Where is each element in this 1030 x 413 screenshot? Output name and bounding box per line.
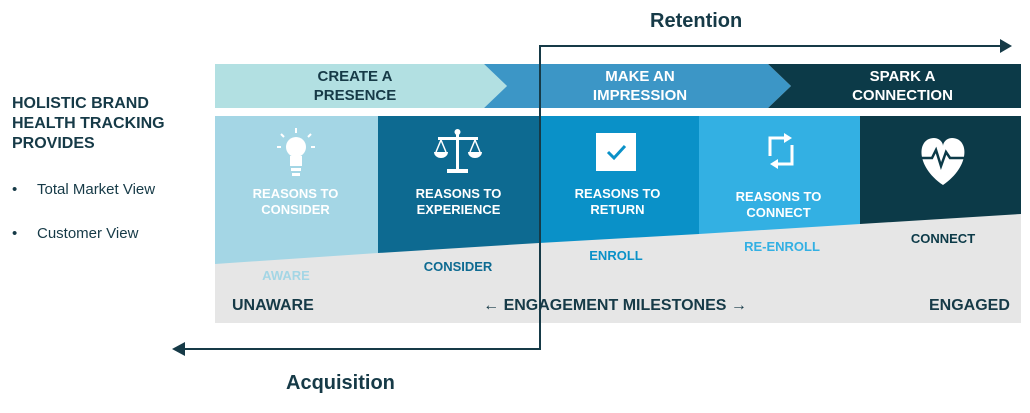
bullet-dot: • [12, 225, 18, 242]
phase-label-create-a-presence: CREATE A PRESENCE [313, 68, 397, 104]
tile-label-reasons-to-connect: REASONS TO CONNECT [735, 189, 822, 220]
tile-reasons-to-return [539, 116, 699, 243]
tile-reasons-to-consider [215, 116, 378, 264]
acquisition-label: Acquisition [286, 372, 395, 394]
milestone-aware: AWARE [262, 268, 310, 283]
bullet-customer-view: • Customer View [12, 225, 138, 242]
tile-reasons-to-experience [378, 116, 539, 253]
tile-label-reasons-to-consider: REASONS TO CONSIDER [252, 186, 339, 217]
milestone-re-enroll: RE-ENROLL [744, 239, 820, 254]
bullet-label: Total Market View [37, 181, 156, 198]
tile-label-reasons-to-return: REASONS TO RETURN [574, 186, 661, 217]
checkbox-icon [596, 133, 636, 171]
bullet-label: Customer View [37, 225, 139, 242]
engagement-milestones-label: ← ENGAGEMENT MILESTONES → [483, 297, 747, 314]
phase-arrow-create-a-presence [215, 64, 507, 108]
side-title: HOLISTIC BRAND HEALTH TRACKING PROVIDES [12, 95, 165, 152]
milestone-enroll: ENROLL [589, 248, 643, 263]
phase-arrow-make-an-impression [484, 64, 791, 108]
lightbulb-icon [277, 128, 315, 176]
refresh-icon [768, 133, 794, 169]
heartbeat-icon [920, 138, 966, 185]
scales-icon [434, 129, 482, 173]
milestone-consider: CONSIDER [423, 259, 493, 274]
bullet-total-market-view: • Total Market View [12, 181, 155, 198]
phase-label-spark-a-connection: SPARK A CONNECTION [852, 68, 953, 104]
phase-label-make-an-impression: MAKE AN IMPRESSION [592, 68, 688, 104]
phase-arrow-spark-a-connection [768, 64, 1021, 108]
bullet-dot: • [12, 181, 18, 198]
retention-label: Retention [650, 10, 743, 32]
tile-label-reasons-to-experience: REASONS TO EXPERIENCE [415, 186, 502, 217]
retention-acquisition-arrow [172, 39, 1012, 356]
engaged-label: ENGAGED [929, 297, 1010, 314]
unaware-label: UNAWARE [232, 297, 314, 314]
milestone-connect: CONNECT [910, 231, 976, 246]
tile-reasons-to-connect [699, 116, 860, 234]
